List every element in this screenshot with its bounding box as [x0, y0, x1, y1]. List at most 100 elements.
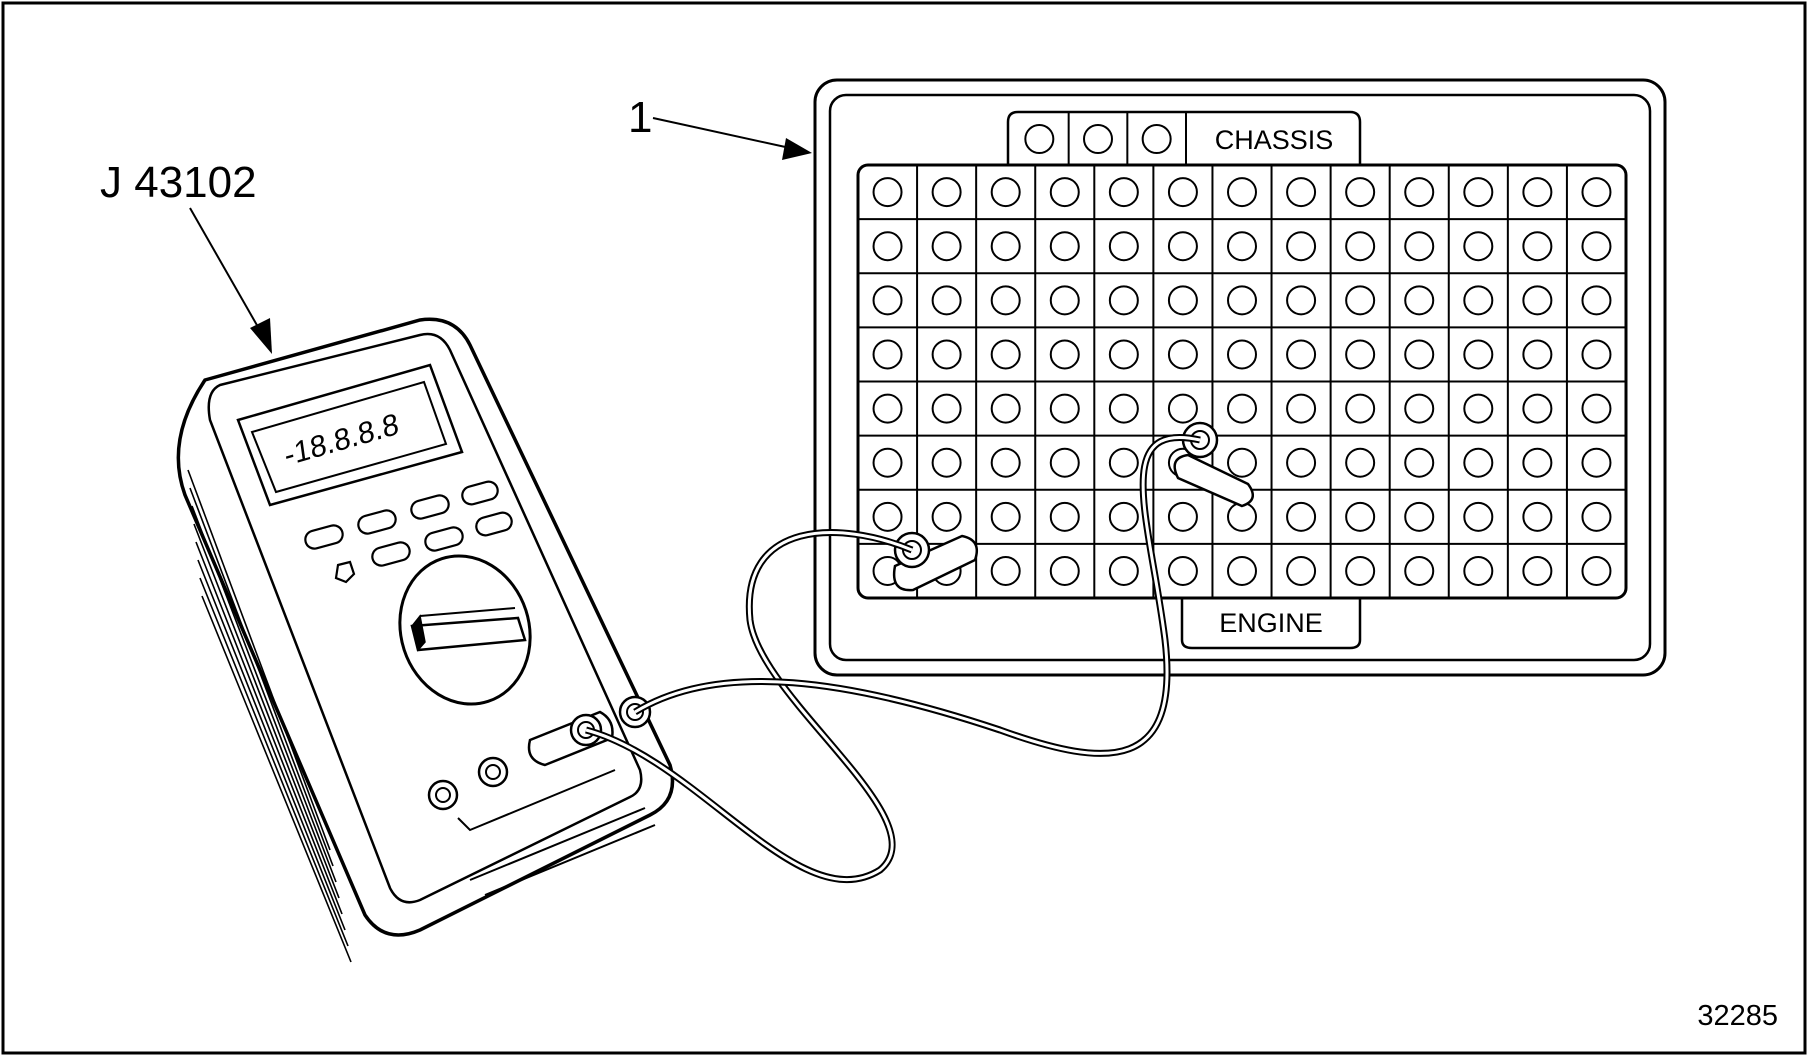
breakout-jack[interactable] [1227, 393, 1257, 424]
breakout-jack[interactable] [1522, 177, 1553, 208]
breakout-jack[interactable] [1227, 339, 1257, 370]
breakout-jack[interactable] [1463, 339, 1494, 370]
breakout-jack[interactable] [1049, 501, 1080, 532]
breakout-jack[interactable] [1404, 447, 1435, 478]
breakout-jack[interactable] [990, 339, 1021, 370]
breakout-jack[interactable] [1404, 555, 1435, 586]
breakout-jack[interactable] [1049, 177, 1080, 208]
breakout-jack[interactable] [1049, 447, 1080, 478]
breakout-jack[interactable] [1522, 555, 1553, 586]
breakout-jack[interactable] [1286, 447, 1317, 478]
breakout-jack[interactable] [1227, 285, 1257, 316]
button-1[interactable] [303, 523, 344, 550]
breakout-jack[interactable] [1522, 231, 1553, 262]
breakout-jack[interactable] [1286, 555, 1317, 586]
breakout-jack[interactable] [872, 177, 903, 208]
breakout-jack[interactable] [1286, 177, 1317, 208]
breakout-jack[interactable] [1227, 231, 1257, 262]
breakout-jack[interactable] [872, 501, 903, 532]
breakout-jack[interactable] [1463, 447, 1494, 478]
breakout-jack[interactable] [1286, 339, 1317, 370]
breakout-jack[interactable] [1581, 501, 1612, 532]
breakout-jack[interactable] [1404, 285, 1435, 316]
breakout-jack[interactable] [1404, 339, 1435, 370]
button-7[interactable] [474, 511, 513, 538]
breakout-jack[interactable] [872, 447, 903, 478]
button-3[interactable] [409, 493, 450, 520]
breakout-jack[interactable] [1167, 231, 1198, 262]
breakout-jack[interactable] [872, 231, 903, 262]
breakout-jack[interactable] [1345, 393, 1376, 424]
breakout-jack[interactable] [1108, 501, 1139, 532]
breakout-jack[interactable] [1345, 447, 1376, 478]
breakout-jack[interactable] [1049, 285, 1080, 316]
breakout-jack[interactable] [1345, 555, 1376, 586]
breakout-jack[interactable] [931, 447, 962, 478]
breakout-jack[interactable] [1463, 393, 1494, 424]
breakout-jack[interactable] [1522, 447, 1553, 478]
breakout-jack[interactable] [1286, 393, 1317, 424]
breakout-jack[interactable] [931, 177, 962, 208]
breakout-jack[interactable] [990, 177, 1021, 208]
breakout-jack[interactable] [1167, 339, 1198, 370]
breakout-jack[interactable] [1049, 339, 1080, 370]
breakout-jack[interactable] [1108, 555, 1139, 586]
breakout-jack[interactable] [990, 285, 1021, 316]
breakout-jack[interactable] [990, 447, 1021, 478]
breakout-jack[interactable] [990, 501, 1021, 532]
breakout-jack[interactable] [1345, 231, 1376, 262]
breakout-jack[interactable] [1345, 177, 1376, 208]
button-6[interactable] [423, 525, 464, 552]
breakout-jack[interactable] [1286, 285, 1317, 316]
breakout-jack[interactable] [1522, 393, 1553, 424]
power-button[interactable] [334, 560, 356, 584]
breakout-jack[interactable] [1286, 501, 1317, 532]
button-5[interactable] [370, 540, 411, 567]
breakout-jack[interactable] [1108, 285, 1139, 316]
breakout-jack[interactable] [990, 231, 1021, 262]
breakout-jack[interactable] [1108, 447, 1139, 478]
rotary-selector[interactable] [381, 539, 549, 721]
breakout-jack[interactable] [1167, 285, 1198, 316]
breakout-jack[interactable] [1463, 285, 1494, 316]
breakout-jack[interactable] [1167, 555, 1198, 586]
breakout-jack[interactable] [1167, 393, 1198, 424]
breakout-jack[interactable] [1227, 447, 1257, 478]
breakout-jack[interactable] [931, 501, 962, 532]
breakout-jack[interactable] [1522, 285, 1553, 316]
breakout-jack[interactable] [872, 339, 903, 370]
breakout-jack[interactable] [1108, 177, 1139, 208]
breakout-jack[interactable] [1345, 339, 1376, 370]
tab-jack[interactable] [1141, 124, 1172, 154]
breakout-jack[interactable] [1463, 501, 1494, 532]
breakout-jack[interactable] [1167, 177, 1198, 208]
breakout-jack[interactable] [1227, 555, 1257, 586]
breakout-jack[interactable] [1581, 447, 1612, 478]
breakout-jack[interactable] [1522, 501, 1553, 532]
breakout-jack[interactable] [1404, 231, 1435, 262]
breakout-jack[interactable] [1581, 285, 1612, 316]
breakout-jack[interactable] [1522, 339, 1553, 370]
breakout-jack[interactable] [1581, 231, 1612, 262]
breakout-jack[interactable] [1463, 555, 1494, 586]
breakout-jack[interactable] [872, 285, 903, 316]
breakout-jack[interactable] [990, 393, 1021, 424]
breakout-jack[interactable] [931, 393, 962, 424]
breakout-jack[interactable] [1404, 501, 1435, 532]
breakout-jack[interactable] [931, 339, 962, 370]
breakout-jack[interactable] [1345, 285, 1376, 316]
tab-jack[interactable] [1083, 124, 1113, 154]
breakout-jack[interactable] [1049, 393, 1080, 424]
breakout-jack[interactable] [1404, 177, 1435, 208]
breakout-jack[interactable] [1049, 555, 1080, 586]
breakout-jack[interactable] [990, 555, 1021, 586]
button-2[interactable] [356, 508, 397, 535]
breakout-jack[interactable] [1404, 393, 1435, 424]
breakout-jack[interactable] [1108, 339, 1139, 370]
breakout-jack[interactable] [931, 285, 962, 316]
breakout-jack[interactable] [1463, 177, 1494, 208]
breakout-jack[interactable] [1286, 231, 1317, 262]
breakout-jack[interactable] [1345, 501, 1376, 532]
breakout-jack[interactable] [872, 393, 903, 424]
breakout-jack[interactable] [1581, 177, 1612, 208]
